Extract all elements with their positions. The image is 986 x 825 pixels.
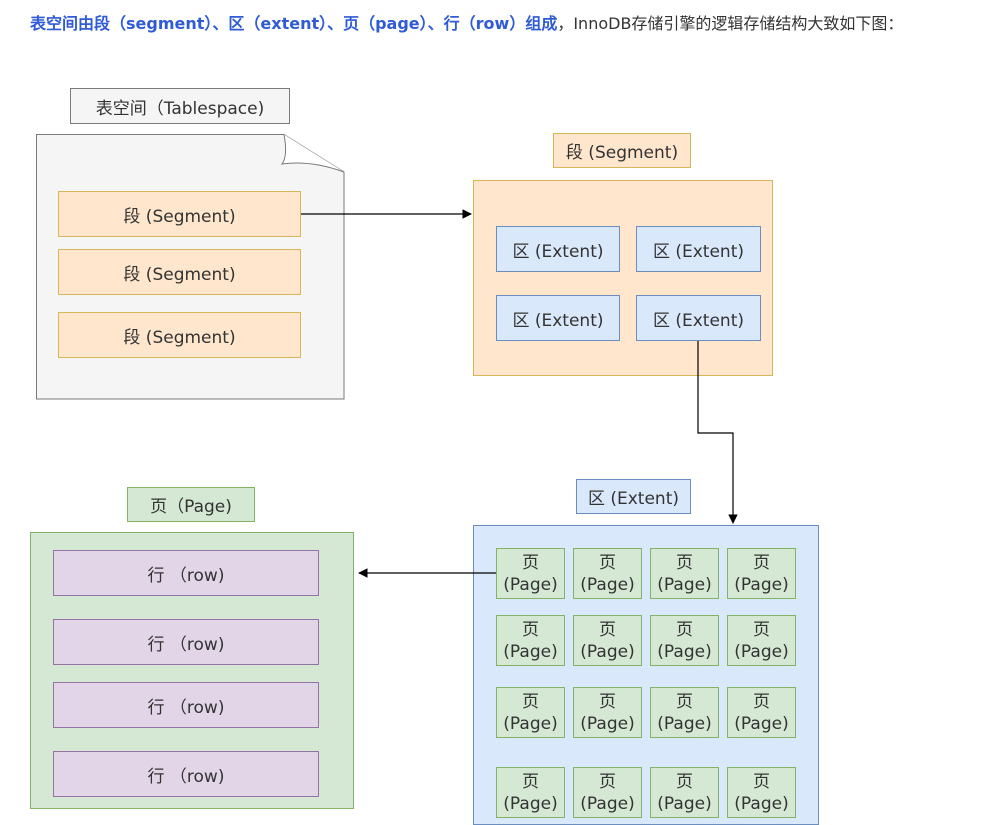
page-label-bottom: (Page) xyxy=(503,641,558,662)
page-label-bottom: (Page) xyxy=(734,713,789,734)
page-label-bottom: (Page) xyxy=(580,574,635,595)
page-label-top: 页 xyxy=(753,552,770,573)
extent-page: 页(Page) xyxy=(650,548,719,599)
extent-page: 页(Page) xyxy=(573,687,642,738)
page-label-top: 页 xyxy=(599,771,616,792)
page-label-bottom: (Page) xyxy=(657,641,712,662)
extent-panel-title: 区 (Extent) xyxy=(576,479,691,514)
page-label-top: 页 xyxy=(599,552,616,573)
extent-page: 页(Page) xyxy=(650,615,719,666)
extent-page: 页(Page) xyxy=(727,548,796,599)
tablespace-segment-3: 段 (Segment) xyxy=(58,312,301,358)
page-label-top: 页 xyxy=(753,619,770,640)
page-label-bottom: (Page) xyxy=(734,574,789,595)
page-label-bottom: (Page) xyxy=(580,793,635,814)
extent-page: 页(Page) xyxy=(573,615,642,666)
segment-extent-1: 区 (Extent) xyxy=(496,226,620,272)
page-label-top: 页 xyxy=(599,691,616,712)
page-row-3: 行 （row) xyxy=(53,682,319,728)
extent-page: 页(Page) xyxy=(727,767,796,818)
extent-page: 页(Page) xyxy=(573,548,642,599)
extent-page: 页(Page) xyxy=(650,687,719,738)
page-label-bottom: (Page) xyxy=(580,713,635,734)
extent-page: 页(Page) xyxy=(496,767,565,818)
intro-bold-text: 表空间由段（segment）、区（extent）、页（page）、行（row）组… xyxy=(30,14,558,33)
extent-page: 页(Page) xyxy=(727,687,796,738)
segment-extent-3: 区 (Extent) xyxy=(496,295,620,341)
extent-page: 页(Page) xyxy=(496,615,565,666)
tablespace-segment-1: 段 (Segment) xyxy=(58,191,301,237)
page-label-top: 页 xyxy=(676,552,693,573)
page-label-bottom: (Page) xyxy=(580,641,635,662)
page-label-bottom: (Page) xyxy=(657,793,712,814)
page-label-top: 页 xyxy=(522,771,539,792)
extent-page: 页(Page) xyxy=(496,548,565,599)
page-label-top: 页 xyxy=(753,691,770,712)
page-row-4: 行 （row) xyxy=(53,751,319,797)
page-label-bottom: (Page) xyxy=(503,793,558,814)
page-label-bottom: (Page) xyxy=(734,641,789,662)
page-label-top: 页 xyxy=(599,619,616,640)
page-label-bottom: (Page) xyxy=(734,793,789,814)
extent-page: 页(Page) xyxy=(496,687,565,738)
page-label-top: 页 xyxy=(676,691,693,712)
page-label-top: 页 xyxy=(676,619,693,640)
page-row-1: 行 （row) xyxy=(53,550,319,596)
extent-page: 页(Page) xyxy=(650,767,719,818)
segment-panel-title: 段 (Segment) xyxy=(553,133,691,168)
page-label-top: 页 xyxy=(522,552,539,573)
page-label-top: 页 xyxy=(522,619,539,640)
page-label-top: 页 xyxy=(753,771,770,792)
segment-panel xyxy=(473,180,773,376)
intro-paragraph: 表空间由段（segment）、区（extent）、页（page）、行（row）组… xyxy=(30,10,930,38)
tablespace-segment-2: 段 (Segment) xyxy=(58,249,301,295)
page-label-top: 页 xyxy=(676,771,693,792)
page-row-2: 行 （row) xyxy=(53,619,319,665)
segment-extent-4: 区 (Extent) xyxy=(636,295,761,341)
tablespace-title: 表空间（Tablespace) xyxy=(70,88,290,124)
extent-page: 页(Page) xyxy=(727,615,796,666)
page-label-bottom: (Page) xyxy=(657,713,712,734)
page-label-bottom: (Page) xyxy=(503,713,558,734)
page-label-bottom: (Page) xyxy=(503,574,558,595)
extent-page: 页(Page) xyxy=(573,767,642,818)
intro-normal-text: ，InnoDB存储引擎的逻辑存储结构大致如下图： xyxy=(557,14,904,33)
segment-extent-2: 区 (Extent) xyxy=(636,226,761,272)
page-label-bottom: (Page) xyxy=(657,574,712,595)
page-label-top: 页 xyxy=(522,691,539,712)
page-panel-title: 页（Page) xyxy=(127,487,255,522)
